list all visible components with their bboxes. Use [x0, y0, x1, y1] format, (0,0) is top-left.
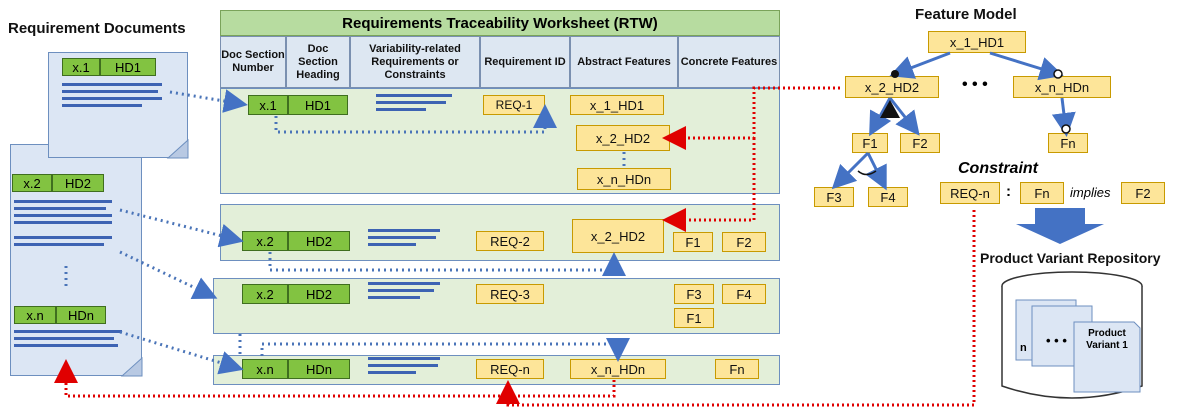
header-abstract-features: Abstract Features: [570, 36, 678, 88]
row2-section-number: x.2: [242, 231, 288, 251]
doc1-text-lines: [62, 83, 162, 111]
docn-text-lines: [14, 330, 122, 351]
row2-concrete-f2: F2: [722, 232, 766, 252]
fm-root: x_1_HD1: [928, 31, 1026, 53]
repo-title: Product Variant Repository: [980, 250, 1161, 266]
row3-concrete-f1: F1: [674, 308, 714, 328]
header-concrete-features: Concrete Features: [678, 36, 780, 88]
requirement-documents-title: Requirement Documents: [8, 20, 186, 37]
repo-n-label: n: [1020, 342, 1027, 354]
row4-req-lines: [368, 357, 440, 378]
fm-fn: Fn: [1048, 133, 1088, 153]
doc2-text-lines-a: [14, 200, 112, 228]
row4-section-number: x.n: [242, 359, 288, 379]
feature-model-title: Feature Model: [915, 6, 1017, 23]
row3-section-heading: HD2: [288, 284, 350, 304]
doc2-section-number: x.2: [12, 174, 52, 192]
row1-abstract-x2: x_2_HD2: [576, 125, 670, 151]
row1-section-heading: HD1: [288, 95, 348, 115]
fm-f1: F1: [852, 133, 888, 153]
row2-requirement-id: REQ-2: [476, 231, 544, 251]
docn-section-number: x.n: [14, 306, 56, 324]
fm-f4: F4: [868, 187, 908, 207]
constraint-colon: :: [1006, 183, 1011, 200]
header-doc-section-heading: Doc Section Heading: [286, 36, 350, 88]
row2-concrete-f1: F1: [673, 232, 713, 252]
fm-f2: F2: [900, 133, 940, 153]
constraint-implies: implies: [1070, 185, 1111, 200]
header-doc-section-number: Doc Section Number: [220, 36, 286, 88]
row1-req-lines: [376, 94, 452, 115]
rtw-title: Requirements Traceability Worksheet (RTW…: [220, 10, 780, 36]
row4-requirement-id: REQ-n: [476, 359, 544, 379]
header-requirement-id: Requirement ID: [480, 36, 570, 88]
doc2-text-lines-b: [14, 236, 112, 250]
row4-section-heading: HDn: [288, 359, 350, 379]
header-variability: Variability-related Requirements or Cons…: [350, 36, 480, 88]
row2-req-lines: [368, 229, 440, 250]
row1-abstract-x1: x_1_HD1: [570, 95, 664, 115]
constraint-right: F2: [1121, 182, 1165, 204]
doc2-section-heading: HD2: [52, 174, 104, 192]
row3-concrete-f4: F4: [722, 284, 766, 304]
row3-requirement-id: REQ-3: [476, 284, 544, 304]
row3-req-lines: [368, 282, 440, 303]
row2-abstract-x2: x_2_HD2: [572, 219, 664, 253]
constraint-left: Fn: [1020, 182, 1064, 204]
docn-section-heading: HDn: [56, 306, 106, 324]
row3-concrete-f3: F3: [674, 284, 714, 304]
row1-abstract-xn: x_n_HDn: [577, 168, 671, 190]
doc1-section-number: x.1: [62, 58, 100, 76]
constraint-req: REQ-n: [940, 182, 1000, 204]
row4-concrete-fn: Fn: [715, 359, 759, 379]
row1-section-number: x.1: [248, 95, 288, 115]
fm-ellipsis: • • •: [962, 76, 988, 93]
repo-dots: • • •: [1046, 333, 1067, 348]
constraint-title: Constraint: [958, 160, 1038, 177]
row3-section-number: x.2: [242, 284, 288, 304]
fm-x2: x_2_HD2: [845, 76, 939, 98]
doc1-section-heading: HD1: [100, 58, 156, 76]
row2-section-heading: HD2: [288, 231, 350, 251]
repo-product-variant: Product Variant 1: [1086, 328, 1128, 351]
